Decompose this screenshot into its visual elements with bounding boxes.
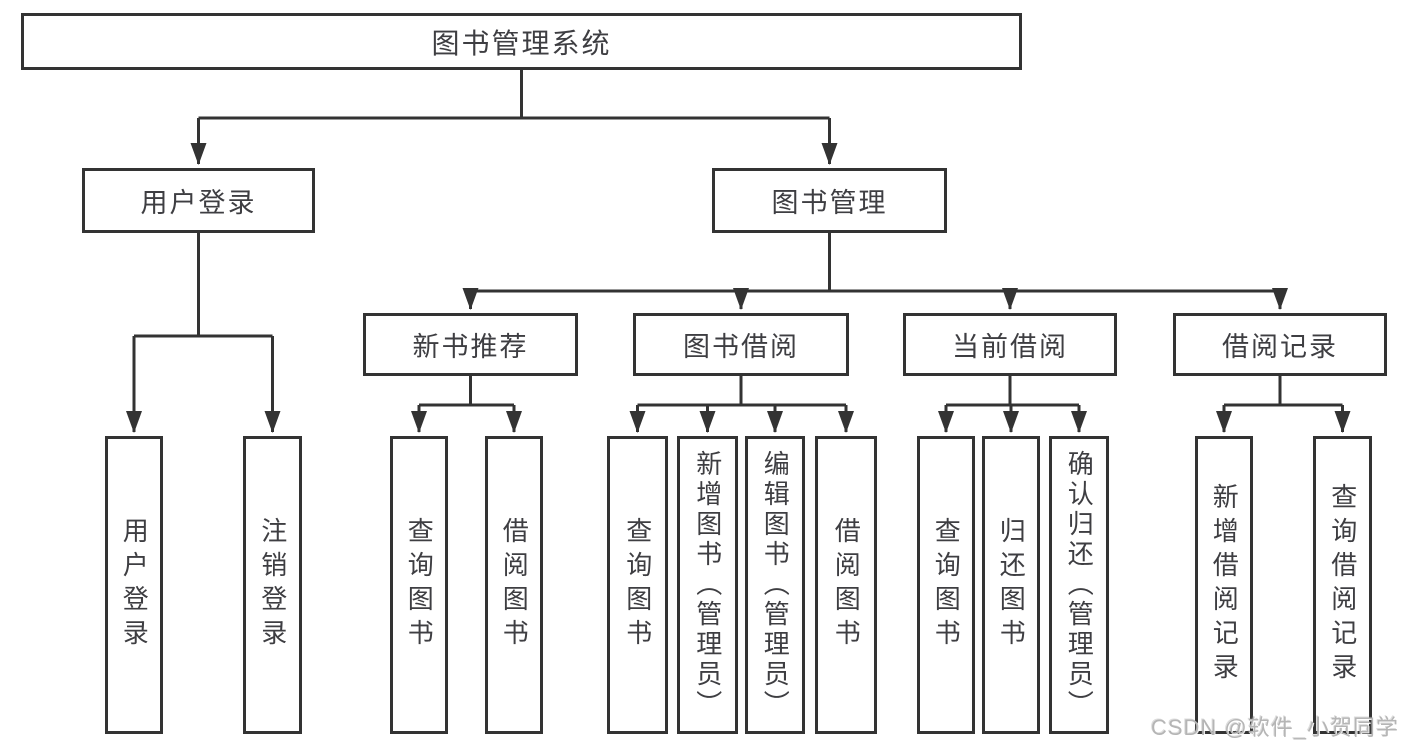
leaf-return-books-label: 归还图书 [996, 517, 1027, 653]
leaf-query-books-2-label: 查询图书 [622, 517, 653, 653]
leaf-borrow-books-1: 借阅图书 [485, 436, 543, 734]
leaf-query-books-3-label: 查询图书 [931, 517, 962, 653]
leaf-query-borrow-record-label: 查询借阅记录 [1327, 483, 1358, 687]
leaf-add-book-admin: 新增图书（管理员） [677, 436, 738, 734]
leaf-user-login-label: 用户登录 [119, 517, 150, 653]
leaf-borrow-books-1-label: 借阅图书 [499, 517, 530, 653]
leaf-confirm-return-admin: 确认归还（管理员） [1049, 436, 1109, 734]
leaf-query-books-1: 查询图书 [390, 436, 448, 734]
leaf-user-login: 用户登录 [105, 436, 163, 734]
leaf-logout: 注销登录 [243, 436, 302, 734]
node-new-book-recommend: 新书推荐 [363, 313, 578, 376]
leaf-return-books: 归还图书 [982, 436, 1040, 734]
node-user-login: 用户登录 [82, 168, 315, 233]
leaf-edit-book-admin: 编辑图书（管理员） [745, 436, 805, 734]
leaf-borrow-books-2-label: 借阅图书 [831, 517, 862, 653]
leaf-add-borrow-record: 新增借阅记录 [1195, 436, 1253, 734]
node-borrowing-records: 借阅记录 [1173, 313, 1387, 376]
leaf-logout-label: 注销登录 [257, 517, 288, 653]
leaf-query-borrow-record: 查询借阅记录 [1313, 436, 1372, 734]
leaf-add-book-admin-label: 新增图书（管理员） [692, 450, 723, 720]
node-current-borrowing: 当前借阅 [903, 313, 1117, 376]
node-book-borrowing: 图书借阅 [633, 313, 849, 376]
leaf-borrow-books-2: 借阅图书 [815, 436, 877, 734]
leaf-confirm-return-admin-label: 确认归还（管理员） [1064, 450, 1095, 720]
leaf-query-books-2: 查询图书 [607, 436, 668, 734]
leaf-add-borrow-record-label: 新增借阅记录 [1209, 483, 1240, 687]
leaf-query-books-3: 查询图书 [917, 436, 975, 734]
node-library-management-system: 图书管理系统 [21, 13, 1022, 70]
leaf-edit-book-admin-label: 编辑图书（管理员） [760, 450, 791, 720]
leaf-query-books-1-label: 查询图书 [404, 517, 435, 653]
node-book-management: 图书管理 [712, 168, 947, 233]
